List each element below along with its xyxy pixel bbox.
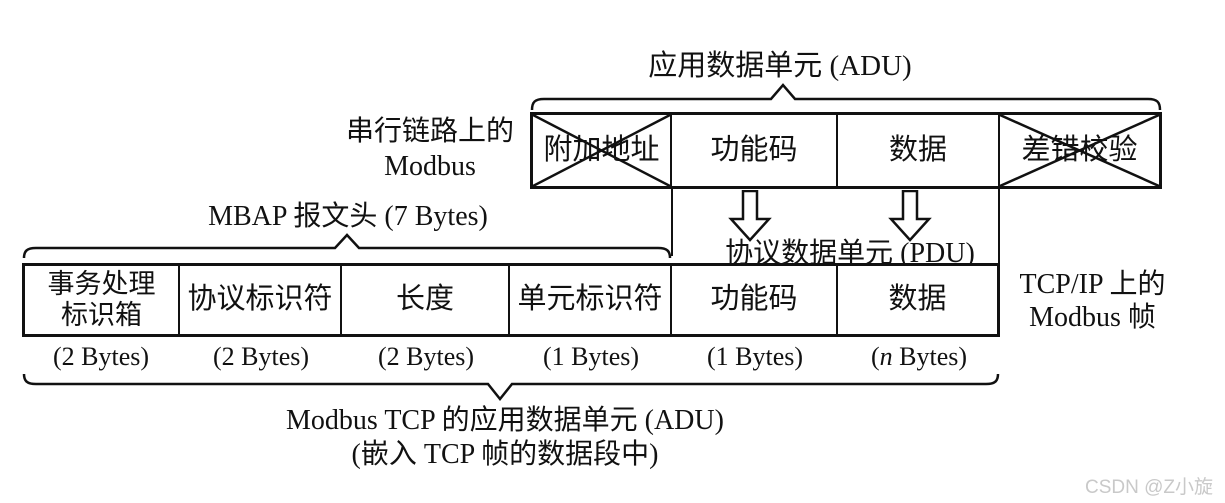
bytes-label-data: (n Bytes): [834, 342, 1004, 372]
x-cross-icon: [533, 115, 670, 186]
bytes-label-unit-id: (1 Bytes): [542, 342, 640, 371]
cell-label: 附加地址: [543, 133, 660, 166]
modbus-tcp-adu-brace: [22, 373, 1000, 402]
cell-transaction-id: 事务处理 标识箱: [25, 266, 180, 334]
pdu-right-boundary-line: [998, 189, 1000, 264]
cell-label-line1: 事务处理: [47, 268, 156, 299]
serial-frame-row: 附加地址 功能码 数据 差错校验: [530, 112, 1162, 189]
adu-title: 应用数据单元 (ADU): [648, 50, 912, 82]
adu-brace: [530, 83, 1162, 111]
bytes-label-function-code: (1 Bytes): [706, 342, 804, 371]
cell-label: 功能码: [710, 133, 798, 166]
cell-label: 差错校验: [1021, 133, 1138, 166]
bytes-n-italic: n: [879, 342, 893, 371]
cell-error-check: 差错校验: [1000, 115, 1159, 186]
modbus-tcp-adu-caption: Modbus TCP 的应用数据单元 (ADU): [286, 405, 724, 436]
x-cross-icon: [1000, 115, 1159, 186]
bytes-n-pre: (: [870, 342, 880, 371]
cell-protocol-id: 协议标识符: [180, 266, 342, 334]
bytes-label-transaction-id: (2 Bytes): [52, 342, 150, 371]
down-arrow-icon: [728, 190, 772, 242]
mbap-header-label: MBAP 报文头 (7 Bytes): [208, 201, 488, 232]
tcpip-modbus-label-line1: TCP/IP 上的: [1019, 269, 1166, 300]
cell-label: 协议标识符: [187, 283, 333, 316]
cell-data-serial: 数据: [838, 115, 1000, 186]
bytes-label-protocol-id: (2 Bytes): [212, 342, 310, 371]
mbap-brace: [22, 233, 672, 259]
tcp-frame-row: 事务处理 标识箱 协议标识符 长度 单元标识符 功能码 数据: [22, 263, 1000, 337]
cell-label: 单元标识符: [517, 283, 663, 316]
cell-label-line2: 标识箱: [61, 300, 142, 330]
cell-label: 数据: [888, 283, 947, 316]
cell-function-code-tcp: 功能码: [672, 266, 838, 334]
down-arrow-icon: [888, 190, 932, 242]
bytes-label-length: (2 Bytes): [377, 342, 475, 371]
cell-unit-id: 单元标识符: [510, 266, 672, 334]
cell-length: 长度: [342, 266, 510, 334]
cell-label: 数据: [888, 133, 947, 166]
pdu-left-boundary-line: [671, 189, 673, 256]
cell-additional-address: 附加地址: [533, 115, 672, 186]
serial-modbus-label: 串行链路上的 Modbus: [335, 114, 525, 184]
bytes-n-post: Bytes): [892, 342, 968, 371]
cell-function-code-serial: 功能码: [672, 115, 838, 186]
cell-label: 长度: [395, 283, 454, 316]
tcpip-modbus-label-line2: Modbus 帧: [1029, 302, 1156, 333]
csdn-watermark: CSDN @Z小旋: [1084, 477, 1213, 498]
cell-data-tcp: 数据: [838, 266, 997, 334]
tcpip-modbus-label: TCP/IP 上的 Modbus 帧: [1000, 268, 1185, 334]
serial-modbus-label-line1: 串行链路上的: [345, 116, 514, 147]
serial-modbus-label-line2: Modbus: [384, 151, 476, 182]
embedded-tcp-caption: (嵌入 TCP 帧的数据段中): [351, 439, 659, 470]
cell-label: 功能码: [710, 283, 798, 316]
